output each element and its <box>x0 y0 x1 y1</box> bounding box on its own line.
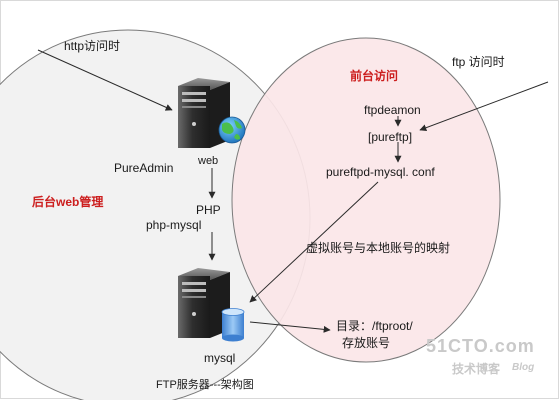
web-label: web <box>198 155 219 167</box>
ftpdeamon-label: ftpdeamon <box>364 103 421 117</box>
directory-sub-label: 存放账号 <box>342 336 391 350</box>
diagram-caption: FTP服务器---架构图 <box>156 379 254 391</box>
conf-label: pureftpd-mysql. conf <box>326 165 435 179</box>
frontend-title: 前台访问 <box>350 69 399 83</box>
mysql-server-icon <box>178 268 230 338</box>
mysql-to-dir-arrow <box>249 321 331 333</box>
mysql-label: mysql <box>204 351 236 365</box>
database-icon <box>221 308 245 342</box>
http-arrow <box>37 49 173 111</box>
directory-label: 目录：/ftproot/ <box>336 319 413 333</box>
php-mysql-label: php-mysql <box>146 218 202 232</box>
watermark-logo: 51CTO.com <box>426 336 535 356</box>
mapping-label: 虚拟账号与本地账号的映射 <box>306 241 451 255</box>
watermark-subtitle: 技术博客 <box>452 362 501 376</box>
watermark-blog: Blog <box>512 362 535 373</box>
ftp-arrow <box>419 81 549 132</box>
php-label: PHP <box>196 203 221 217</box>
globe-icon <box>218 116 246 144</box>
pureftp-label: [pureftp] <box>368 130 413 144</box>
conf-to-mysql-arrow <box>249 181 379 303</box>
http-visit-label: http访问时 <box>64 39 121 53</box>
frontend-ellipse <box>231 37 501 363</box>
backend-title: 后台web管理 <box>32 195 104 209</box>
web-server-icon <box>178 78 230 148</box>
ftp-visit-label: ftp 访问时 <box>452 55 505 69</box>
pureadmin-label: PureAdmin <box>114 161 174 175</box>
